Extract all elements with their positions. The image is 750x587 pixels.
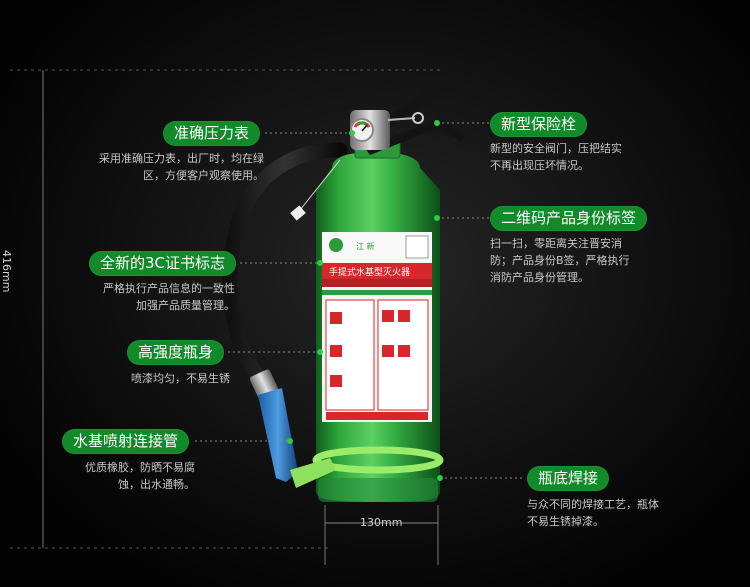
desc-line: 新型的安全阀门，压把结实: [490, 142, 622, 155]
leader-lines: [195, 122, 525, 479]
label-title-bar: [322, 263, 432, 279]
nozzle: [258, 388, 298, 482]
desc-line: 优质橡胶，防晒不易腐: [85, 461, 195, 474]
height-dimension-line: [10, 69, 440, 549]
width-dimension-line: [324, 505, 439, 565]
desc-line: 消防产品身份管理。: [490, 271, 589, 284]
product-label: [322, 232, 432, 422]
desc-line: 采用准确压力表，出厂时，均在绿: [99, 152, 264, 165]
feature-tag-safety-valve: 新型保险栓: [490, 112, 588, 137]
feature-desc-qr-label: 扫一扫，零距离关注晋安消 防；产品身份B签，严格执行 消防产品身份管理。: [490, 235, 690, 286]
feature-tag-spray-hose: 水基喷射连接管: [62, 429, 190, 454]
width-dimension-label: 130mm: [360, 516, 403, 529]
feature-tag-bottom-weld: 瓶底焊接: [527, 466, 610, 491]
desc-line: 严格执行产品信息的一致性: [103, 282, 235, 295]
feature-tag-3c-cert: 全新的3C证书标志: [89, 251, 237, 276]
feature-desc-3c-cert: 严格执行产品信息的一致性 加强产品质量管理。: [60, 280, 235, 314]
desc-line: 加强产品质量管理。: [136, 299, 235, 312]
desc-line: 扫一扫，零距离关注晋安消: [490, 237, 622, 250]
desc-line: 防；产品身份B签，严格执行: [490, 254, 630, 267]
bottom-band: [312, 446, 444, 474]
label-brand: 江 新: [356, 241, 375, 251]
feature-desc-bottom-weld: 与众不同的焊接工艺，瓶体 不易生锈掉漆。: [527, 496, 727, 530]
desc-line: 与众不同的焊接工艺，瓶体: [527, 498, 659, 511]
desc-line: 不再出现压坏情况。: [490, 159, 589, 172]
feature-desc-spray-hose: 优质橡胶，防晒不易腐 蚀，出水通畅。: [50, 459, 195, 493]
height-dimension-label: 416mm: [0, 250, 13, 293]
desc-line: 喷漆均匀，不易生锈: [131, 372, 230, 385]
feature-desc-pressure-gauge: 采用准确压力表，出厂时，均在绿 区，方便客户观察使用。: [78, 150, 264, 184]
feature-desc-safety-valve: 新型的安全阀门，压把结实 不再出现压坏情况。: [490, 140, 690, 174]
leader-dots: [287, 120, 443, 481]
desc-line: 不易生锈掉漆。: [527, 515, 604, 528]
desc-line: 区，方便客户观察使用。: [143, 169, 264, 182]
feature-tag-high-strength-body: 高强度瓶身: [127, 340, 225, 365]
desc-line: 蚀，出水通畅。: [118, 478, 195, 491]
feature-tag-pressure-gauge: 准确压力表: [163, 121, 261, 146]
label-product-name: 手提式水基型灭火器: [329, 266, 410, 278]
feature-desc-high-strength-body: 喷漆均匀，不易生锈: [90, 370, 230, 387]
feature-tag-qr-label: 二维码产品身份标签: [490, 206, 648, 231]
